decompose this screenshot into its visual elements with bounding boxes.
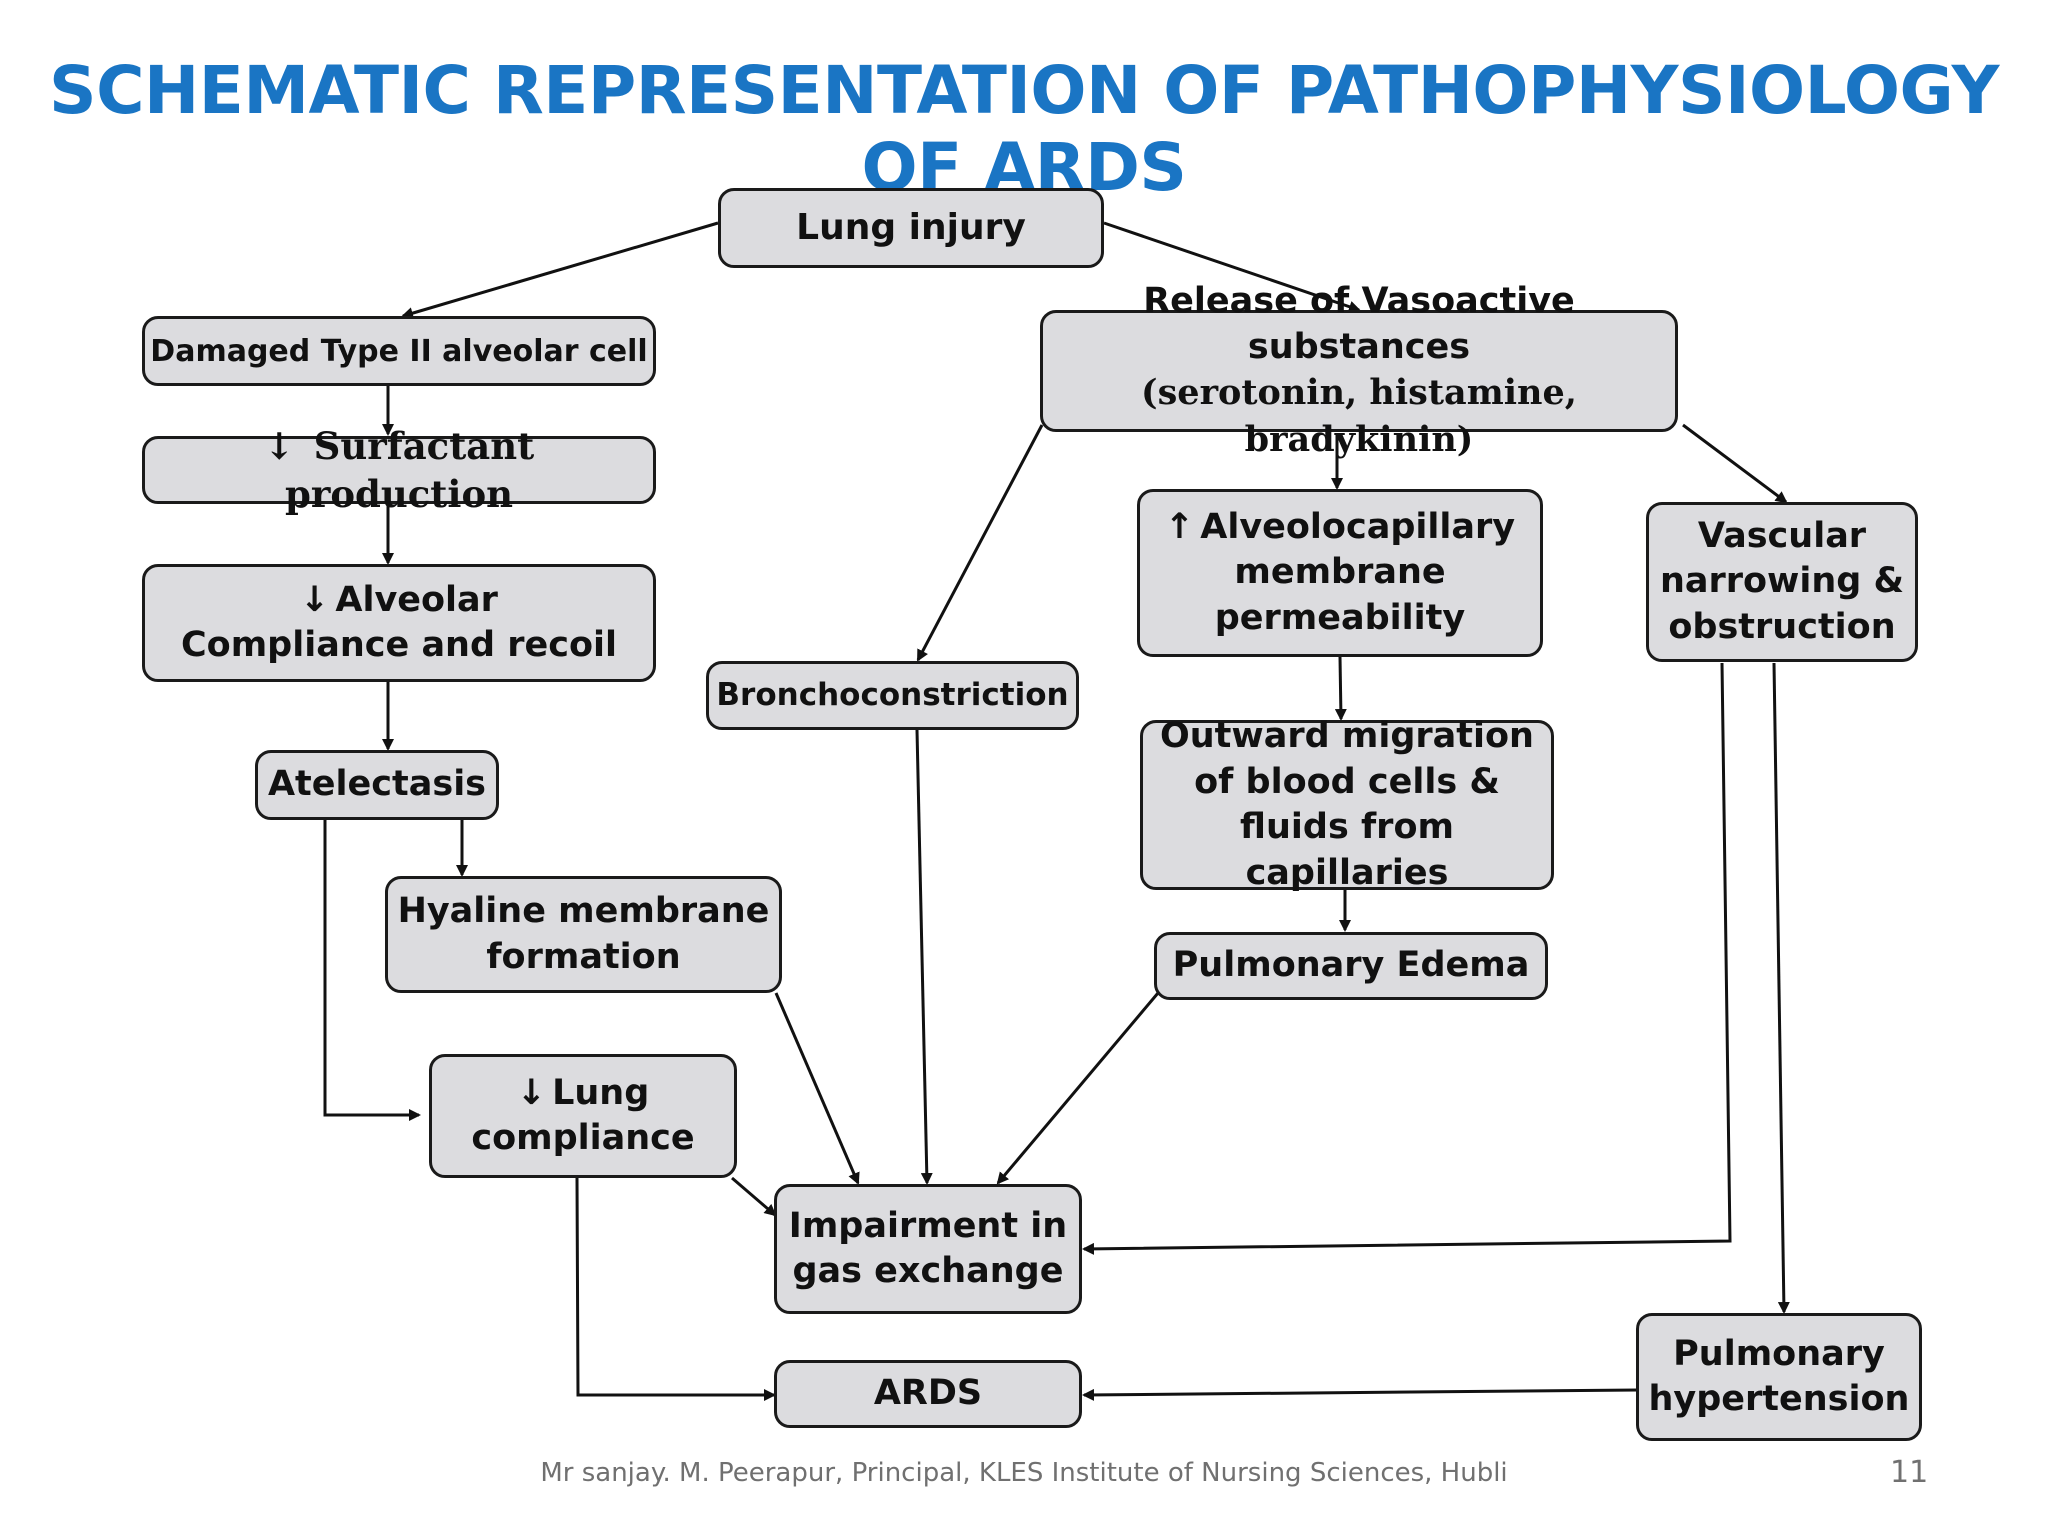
edge-injury-to-damaged [401,221,719,319]
node-release-line1: Release of Vasoactive substances [1143,281,1575,367]
node-release-line2: (serotonin, histamine, bradykinin) [1141,372,1577,460]
node-impairment-gas-exchange: Impairment in gas exchange [774,1184,1082,1314]
node-vascular-narrowing: Vascular narrowing & obstruction [1646,502,1918,662]
node-vascular-line2: narrowing & [1659,561,1905,602]
node-lung-compliance: ↓Lung compliance [429,1054,737,1178]
edge-hyaline-to-impairment [774,992,860,1185]
node-release-vasoactive: Release of Vasoactive substances (seroto… [1040,281,1678,460]
node-lung-injury: Lung injury [718,188,1104,268]
node-vascular-line1: Vascular [1697,515,1867,556]
node-impairment-line2: gas exchange [792,1251,1064,1291]
edge-vascular-to-impairment [1082,662,1732,1255]
slide-footer: Mr sanjay. M. Peerapur, Principal, KLES … [540,1458,1508,1488]
node-damaged-type2: Damaged Type II alveolar cell [142,316,656,386]
node-atelectasis: Atelectasis [255,750,499,820]
node-alveolar-line2: Compliance and recoil [180,625,617,665]
node-lung-compliance-line1: Lung [552,1072,650,1113]
node-bronchoconstriction: Bronchoconstriction [706,661,1079,730]
node-pulm-htn-line2: hypertension [1648,1379,1910,1419]
edge-pulmhtn-to-ards [1082,1388,1639,1401]
node-hyaline-line2: formation [486,936,681,977]
node-pulmonary-hypertension: Pulmonary hypertension [1636,1313,1922,1441]
edge-release-to-vascular [1682,423,1788,504]
edge-vascular-to-pulmhtn [1772,662,1790,1314]
edge-alveolocap-to-outward [1334,656,1347,721]
node-outward-line2: of blood cells & [1194,761,1500,802]
edge-lungcomp-to-ards [575,1177,776,1401]
down-arrow-icon: ↓ [263,423,295,468]
node-pulm-htn-line1: Pulmonary [1673,1333,1885,1374]
node-hyaline-line1: Hyaline membrane [397,891,770,931]
node-vascular-line3: obstruction [1668,606,1896,647]
node-pulmonary-edema: Pulmonary Edema [1154,932,1548,1000]
edge-atelectasis-to-lungcomp [323,820,421,1121]
edge-lungcomp-to-impairment [731,1176,777,1217]
up-arrow-icon: ↑ [1164,506,1195,547]
edge-injury-to-release [1103,221,1361,313]
node-alveolocap-line3: permeability [1214,597,1466,638]
node-lung-injury-label: Lung injury [796,206,1026,248]
node-pulmonary-edema-label: Pulmonary Edema [1172,945,1530,986]
node-ards: ARDS [774,1360,1082,1428]
node-surfactant-label: Surfactant production [284,423,535,516]
node-bronchoconstriction-label: Bronchoconstriction [716,677,1069,714]
node-alveolocapillary: ↑Alveolocapillary membrane permeability [1137,489,1543,657]
edge-edema-to-impairment [996,992,1160,1185]
node-ards-label: ARDS [873,1373,983,1414]
node-damaged-type2-label: Damaged Type II alveolar cell [150,333,648,369]
node-alveolar-line1: Alveolar [335,579,498,620]
node-alveolocap-line1: Alveolocapillary [1200,506,1516,547]
node-hyaline-membrane: Hyaline membrane formation [385,876,782,993]
node-outward-line1: Outward migration [1160,716,1534,756]
node-alveolar-compliance: ↓Alveolar Compliance and recoil [142,564,656,682]
node-surfactant: ↓ Surfactant production [142,424,656,516]
slide-title: SCHEMATIC REPRESENTATION OF PATHOPHYSIOL… [49,52,1999,206]
node-outward-migration: Outward migration of blood cells & fluid… [1140,716,1554,893]
node-atelectasis-label: Atelectasis [267,764,487,805]
down-arrow-icon: ↓ [300,579,330,620]
node-alveolocap-line2: membrane [1234,552,1446,593]
down-arrow-icon: ↓ [516,1072,547,1113]
edge-release-to-bronchoconstriction [916,424,1044,662]
node-outward-line3: fluids from capillaries [1240,807,1454,893]
node-impairment-line1: Impairment in [788,1205,1068,1246]
edge-bronchoconstriction-to-impairment [915,729,933,1185]
page-number: 11 [1890,1455,1929,1490]
node-lung-compliance-line2: compliance [471,1118,695,1158]
